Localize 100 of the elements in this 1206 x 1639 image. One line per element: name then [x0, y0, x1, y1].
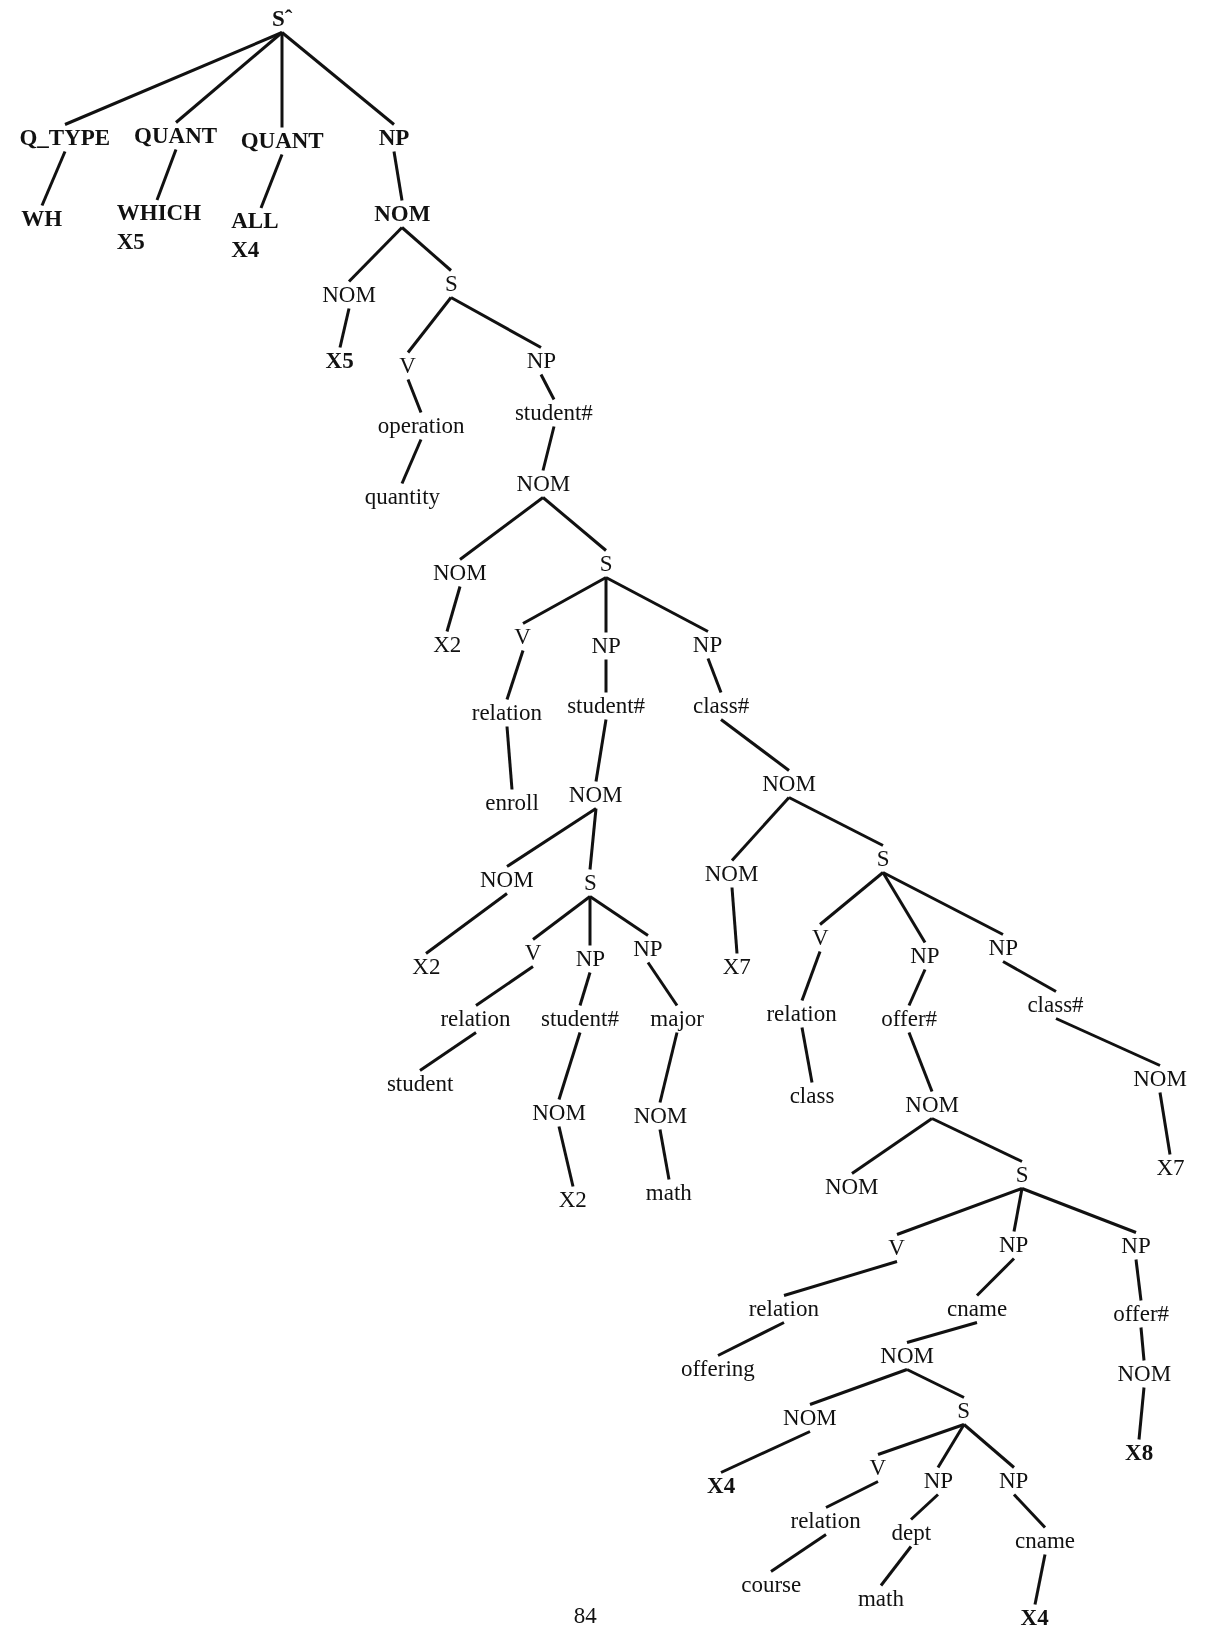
tree-node-label: S [1013, 1159, 1031, 1190]
tree-node-label: NP [997, 1229, 1031, 1261]
tree-node-label: NP [631, 933, 665, 965]
tree-node-label: NP [997, 1465, 1031, 1497]
tree-branch-line [1139, 1327, 1146, 1361]
tree-branch-line [392, 151, 404, 201]
tree-branch-line [963, 1423, 1015, 1469]
tree-branch-line [1012, 1188, 1024, 1232]
tree-branch-line [259, 153, 284, 209]
tree-branch-line [730, 887, 739, 954]
tree-branch-line [1012, 1493, 1047, 1529]
tree-node-label: V [886, 1232, 907, 1264]
tree-branch-line [658, 1129, 671, 1180]
tree-branch-line [906, 1368, 965, 1399]
tree-branch-line [646, 961, 679, 1007]
tree-node-label: relation [746, 1294, 821, 1325]
tree-node-label: class [787, 1080, 837, 1112]
tree-branch-line [64, 31, 283, 126]
tree-node-label: S [955, 1395, 972, 1427]
tree-node-label: V [522, 937, 544, 969]
tree-branch-line [1033, 1554, 1047, 1605]
tree-branch-line [406, 296, 453, 354]
tree-node-label: V [867, 1452, 889, 1484]
tree-node-label: quantity [362, 482, 443, 513]
tree-node-label: X2 [556, 1184, 589, 1216]
tree-branch-line [720, 718, 790, 772]
tree-branch-line [541, 426, 556, 471]
tree-node-label: relation [438, 1003, 513, 1035]
tree-node-label: X2 [410, 951, 443, 983]
tree-branch-line [281, 31, 395, 126]
tree-node-label: NOM [431, 557, 489, 589]
tree-node-label: NOM [478, 864, 536, 896]
tree-branch-line [594, 719, 608, 782]
tree-node-label: NOM [781, 1402, 839, 1434]
tree-branch-line [505, 650, 525, 700]
tree-node-label: student# [512, 397, 595, 429]
tree-node-label: Sˆ [269, 3, 295, 35]
tree-node-label: NP [589, 630, 623, 662]
tree-node-label: NOM [1131, 1063, 1189, 1094]
tree-branch-line [1055, 1017, 1161, 1067]
tree-branch-line [604, 577, 608, 633]
tree-node-label: relation [469, 697, 544, 729]
tree-node-label: course [739, 1569, 804, 1601]
tree-node-label: NP [376, 122, 412, 154]
tree-branch-line [936, 1423, 966, 1469]
tree-branch-line [770, 1533, 827, 1573]
tree-branch-line [40, 150, 67, 207]
tree-node-label: offer# [879, 1003, 940, 1035]
tree-branch-line [881, 871, 927, 944]
tree-node-label: NP [908, 940, 942, 972]
tree-branch-line [400, 438, 423, 485]
tree-node-label: enroll [483, 787, 541, 818]
tree-node-label: X5 [323, 345, 356, 376]
tree-node-label: student# [539, 1003, 621, 1035]
tree-node-label: student# [565, 691, 648, 722]
tree-branch-line [605, 576, 709, 633]
tree-branch-line [578, 972, 592, 1006]
tree-node-label: operation [375, 411, 467, 442]
tree-branch-line [475, 965, 534, 1007]
tree-branch-line [1021, 1187, 1137, 1234]
tree-node-label: NOM [822, 1171, 881, 1203]
tree-node-label: NOM [903, 1089, 961, 1120]
tree-branch-line [450, 296, 542, 349]
tree-node-label: V [810, 923, 831, 954]
tree-branch-line [406, 378, 423, 414]
tree-branch-line [155, 148, 178, 201]
tree-node-label: NP [573, 944, 608, 975]
tree-node-label: NOM [631, 1100, 690, 1132]
tree-branch-line [907, 968, 927, 1007]
tree-branch-line [825, 1480, 879, 1509]
tree-node-label: NP [921, 1465, 956, 1497]
tree-node-label: major [648, 1003, 706, 1035]
tree-node-label: class# [1025, 989, 1086, 1021]
tree-node-label: V [512, 622, 533, 653]
tree-branch-line [706, 657, 723, 694]
tree-branch-line [604, 659, 608, 693]
tree-branch-line [425, 892, 508, 955]
tree-node-label: offer# [1111, 1298, 1172, 1329]
tree-node-label: WH [19, 204, 65, 235]
tree-node-label: WHICH X5 [114, 198, 199, 258]
tree-branch-line [419, 1031, 477, 1072]
tree-node-label: relation [788, 1505, 863, 1536]
tree-node-label: S [443, 268, 460, 300]
tree-node-label: offering [679, 1353, 757, 1385]
tree-branch-line [851, 1117, 933, 1175]
tree-branch-line [588, 896, 592, 946]
tree-branch-line [906, 1321, 978, 1344]
tree-node-label: cname [1013, 1526, 1078, 1557]
tree-node-label: Q_TYPE [17, 122, 113, 154]
tree-branch-line [931, 1117, 1023, 1163]
tree-node-label: NOM [702, 858, 761, 890]
tree-branch-line [588, 808, 598, 870]
tree-node-label: NP [986, 932, 1020, 964]
tree-branch-line [175, 31, 283, 124]
tree-branch-line [975, 1257, 1016, 1297]
tree-node-label: NOM [372, 198, 433, 230]
tree-branch-line [532, 895, 591, 941]
tree-node-label: ALL X4 [229, 206, 294, 266]
tree-branch-line [1137, 1387, 1146, 1440]
tree-branch-line [557, 1032, 582, 1100]
